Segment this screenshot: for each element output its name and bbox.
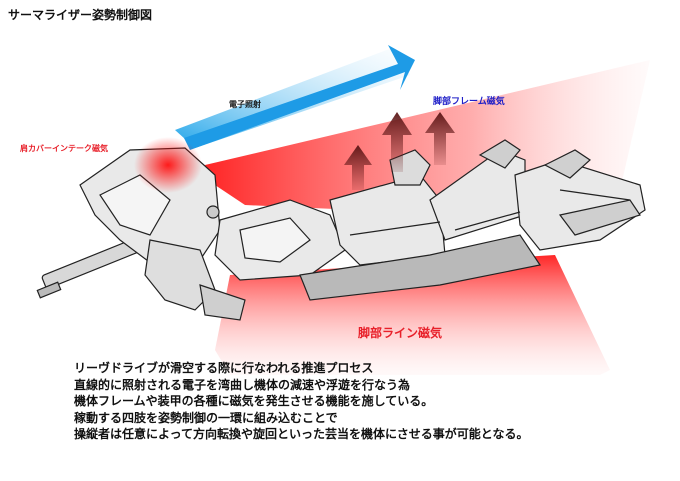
description-block: リーヴドライブが滑空する際に行なわれる推進プロセス 直線的に照射される電子を湾曲… (74, 360, 528, 443)
label-leg-line-magnetism: 脚部ライン磁気 (358, 324, 442, 341)
diagram-title: サーマライザー姿勢制御図 (8, 6, 152, 23)
label-electron-irradiation: 電子照射 (229, 99, 261, 110)
description-line: 稼動する四肢を姿勢制御の一環に組み込むことで (74, 410, 528, 427)
description-line: リーヴドライブが滑空する際に行なわれる推進プロセス (74, 360, 528, 377)
description-line: 機体フレームや装甲の各種に磁気を発生させる機能を施している。 (74, 393, 528, 410)
description-line: 直線的に照射される電子を湾曲し機体の減速や浮遊を行なう為 (74, 377, 528, 394)
description-line: 操縦者は任意によって方向転換や旋回といった芸当を機体にさせる事が可能となる。 (74, 426, 528, 443)
shoulder-intake-magnetic-glow (134, 137, 202, 193)
label-leg-frame-magnetism: 脚部フレーム磁気 (433, 94, 505, 107)
label-shoulder-intake: 肩カバーインテーク磁気 (20, 143, 108, 154)
